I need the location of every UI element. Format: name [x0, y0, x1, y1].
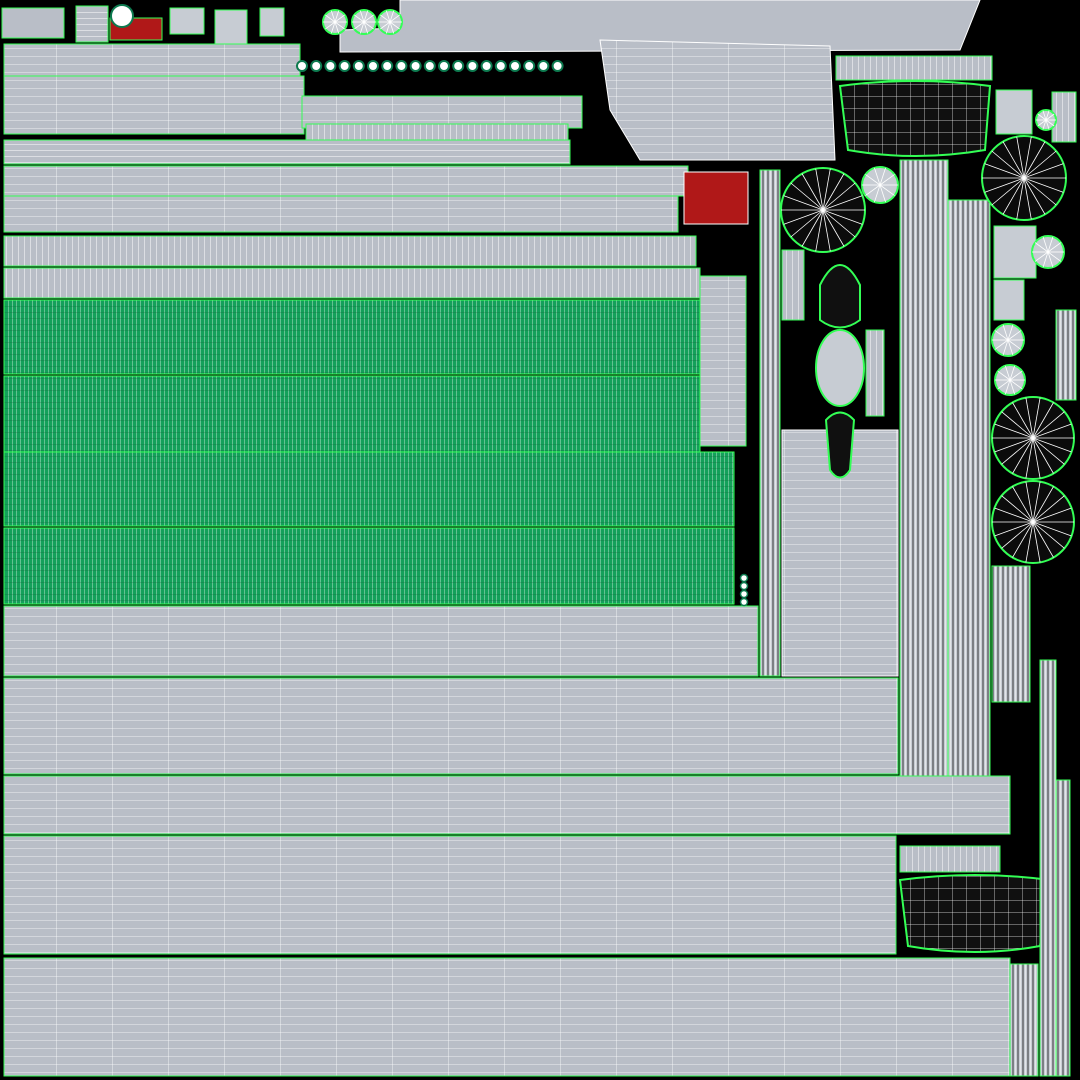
- island-top-small-2: [75, 5, 109, 43]
- band-4: [3, 267, 701, 299]
- island-right-small-4: [993, 279, 1025, 321]
- rivet: [409, 60, 422, 72]
- wheel-disc: [1031, 235, 1065, 269]
- island-top-box-3: [259, 7, 285, 37]
- seat-shell-bottom: [898, 874, 1052, 953]
- rivet: [739, 581, 749, 591]
- gray-panel-band-4: [3, 835, 897, 955]
- island-panel-left-2: [3, 75, 305, 135]
- wheel-discs: [322, 9, 1075, 564]
- wheel-disc: [981, 135, 1067, 221]
- dense-mesh-band-2: [3, 375, 701, 453]
- wheel-disc: [377, 9, 403, 35]
- rivet: [438, 60, 450, 72]
- rivet: [352, 60, 365, 72]
- rivet-row: [296, 60, 749, 607]
- band-3: [3, 235, 697, 267]
- wheel-disc: [351, 9, 377, 35]
- rivet: [480, 60, 493, 72]
- rivet: [395, 60, 408, 72]
- band-2: [3, 195, 679, 233]
- seat-shell-top: [838, 80, 992, 157]
- island-panel-curved: [599, 39, 836, 161]
- gray-panel-band-3: [3, 775, 1011, 835]
- rivet: [523, 60, 536, 72]
- island-grille-bar: [305, 123, 569, 143]
- island-grille-top-right: [835, 55, 993, 81]
- pod-part-1: [819, 264, 861, 329]
- island-right-tall-rail: [1039, 659, 1057, 1077]
- rivet: [537, 60, 550, 72]
- rivet: [310, 60, 323, 72]
- vertical-rail-3: [899, 159, 949, 777]
- rivet: [296, 60, 308, 72]
- island-right-small-1: [995, 89, 1033, 135]
- gray-panel-band-2: [3, 677, 899, 775]
- wheel-disc: [991, 480, 1075, 564]
- wheel-disc: [991, 323, 1025, 357]
- bumper-strip-top: [3, 139, 571, 165]
- rivet: [423, 60, 436, 72]
- island-right-rail: [1055, 309, 1077, 401]
- island-red-block: [683, 171, 749, 225]
- island-right-tall-rail-2: [1055, 779, 1071, 1077]
- wheel-disc: [780, 167, 866, 253]
- dense-mesh-band-4: [3, 527, 735, 605]
- gray-panel-band-1: [3, 605, 759, 677]
- rivet: [324, 60, 337, 72]
- vertical-rail-1: [759, 169, 781, 677]
- island-top-box-2: [214, 9, 248, 45]
- dense-mesh-band-1: [3, 299, 701, 375]
- dense-mesh-band-3: [3, 451, 735, 527]
- band-1: [3, 165, 689, 197]
- pod-strip: [781, 249, 805, 321]
- wheel-disc: [861, 166, 899, 204]
- rivet: [551, 60, 564, 72]
- rivet: [381, 60, 394, 72]
- vertical-rail-4: [947, 199, 991, 777]
- pod-part-3: [824, 411, 856, 479]
- rivet: [494, 60, 507, 72]
- rivet: [509, 60, 521, 72]
- island-panel-mid: [301, 95, 583, 129]
- wheel-small-top-1: [110, 4, 134, 28]
- island-right-bottom: [1009, 963, 1039, 1077]
- rivet: [739, 573, 749, 583]
- pod-part-2: [815, 329, 865, 407]
- wheel-disc: [322, 9, 348, 35]
- island-panel-left-1: [3, 43, 301, 77]
- island-top-box-1: [169, 7, 205, 35]
- rivet: [739, 589, 749, 599]
- rivet: [367, 60, 379, 72]
- rivet: [338, 60, 351, 72]
- pod-strip-2: [865, 329, 885, 417]
- vertical-rail-5: [991, 565, 1031, 703]
- wheel-disc: [994, 364, 1026, 396]
- rivet: [452, 60, 465, 72]
- island-side-column: [699, 275, 747, 447]
- island-grille-bottom-right: [899, 845, 1001, 873]
- island-top-small-1: [1, 7, 65, 39]
- wheel-disc: [1035, 109, 1057, 131]
- rivet: [739, 597, 749, 607]
- island-right-small-3: [993, 225, 1037, 279]
- rivet: [466, 60, 479, 72]
- gray-panel-band-5: [3, 957, 1011, 1077]
- wheel-disc: [991, 396, 1075, 480]
